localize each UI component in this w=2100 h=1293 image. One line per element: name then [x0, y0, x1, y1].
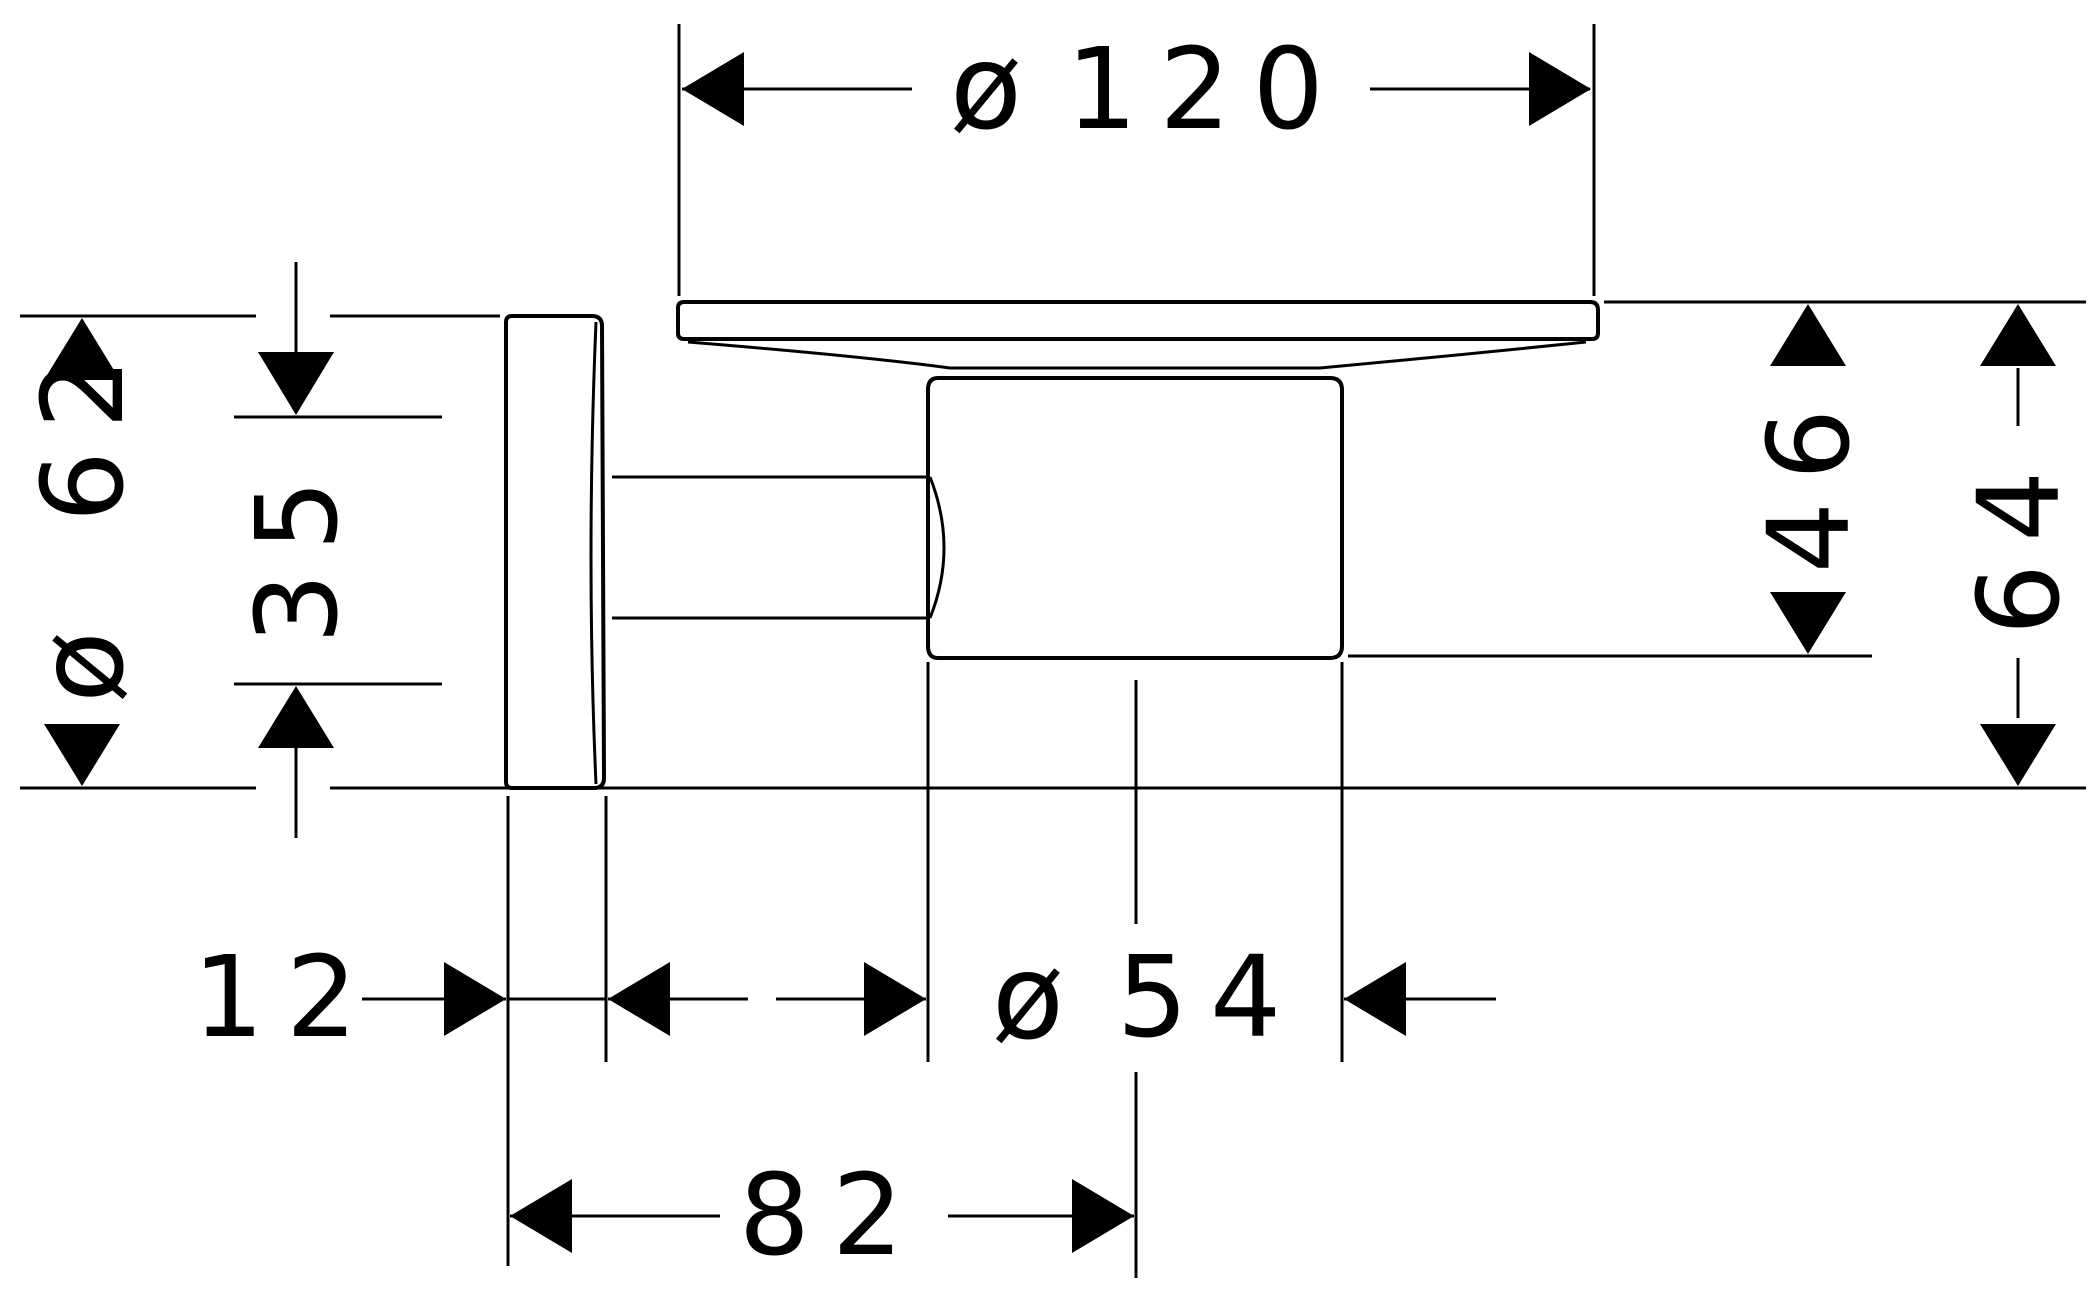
soap-dish-plate: [676, 300, 1600, 341]
arrow-down: [44, 724, 120, 786]
diameter-symbol: ø: [992, 928, 1064, 1066]
dimension-projection: 82: [510, 1151, 1134, 1281]
arrow-left: [608, 962, 670, 1036]
arrow-right: [444, 962, 506, 1036]
arrow-up: [1980, 304, 2056, 366]
cup-holder: [926, 376, 1344, 660]
wall-rosette: [504, 314, 606, 790]
cup-diameter-value: 54: [1117, 933, 1304, 1063]
arrow-up: [258, 686, 334, 748]
dimension-arm-height: 35: [233, 262, 442, 838]
diameter-symbol: ø: [950, 18, 1022, 156]
cup-holder-curve: [928, 476, 946, 619]
arrow-right: [1529, 52, 1591, 126]
arrow-left: [1344, 962, 1406, 1036]
arrow-left: [510, 1179, 572, 1253]
plate-underside: [687, 340, 1587, 370]
total-height-value: 64: [1955, 449, 2085, 636]
dimension-cup-height: 46: [1348, 304, 1875, 658]
arrow-up: [1770, 304, 1846, 366]
rosette-depth-value: 12: [193, 933, 380, 1063]
arrow-right: [1072, 1179, 1134, 1253]
rosette-bevel: [589, 321, 598, 785]
dimension-plate-diameter: ø 120: [677, 18, 1596, 296]
cup-height-value: 46: [1745, 387, 1875, 574]
diameter-symbol: ø: [12, 631, 150, 703]
arrow-right: [864, 962, 926, 1036]
dimension-total-height: 64: [1604, 300, 2086, 786]
arrow-down: [1980, 724, 2056, 786]
dimension-rosette-diameter: ø 62: [12, 314, 2086, 790]
product-outline: [504, 300, 1600, 790]
rosette-diameter-value: 62: [19, 336, 149, 523]
arrow-up: [44, 318, 120, 380]
projection-value: 82: [739, 1151, 926, 1281]
arrow-down: [258, 352, 334, 415]
plate-diameter-value: 120: [1066, 25, 1346, 155]
dimension-rosette-depth-and-cup-diameter: 12 ø 54: [193, 662, 1496, 1278]
arrow-down: [1770, 592, 1846, 654]
arrow-left: [682, 52, 744, 126]
arm-height-value: 35: [233, 458, 363, 645]
